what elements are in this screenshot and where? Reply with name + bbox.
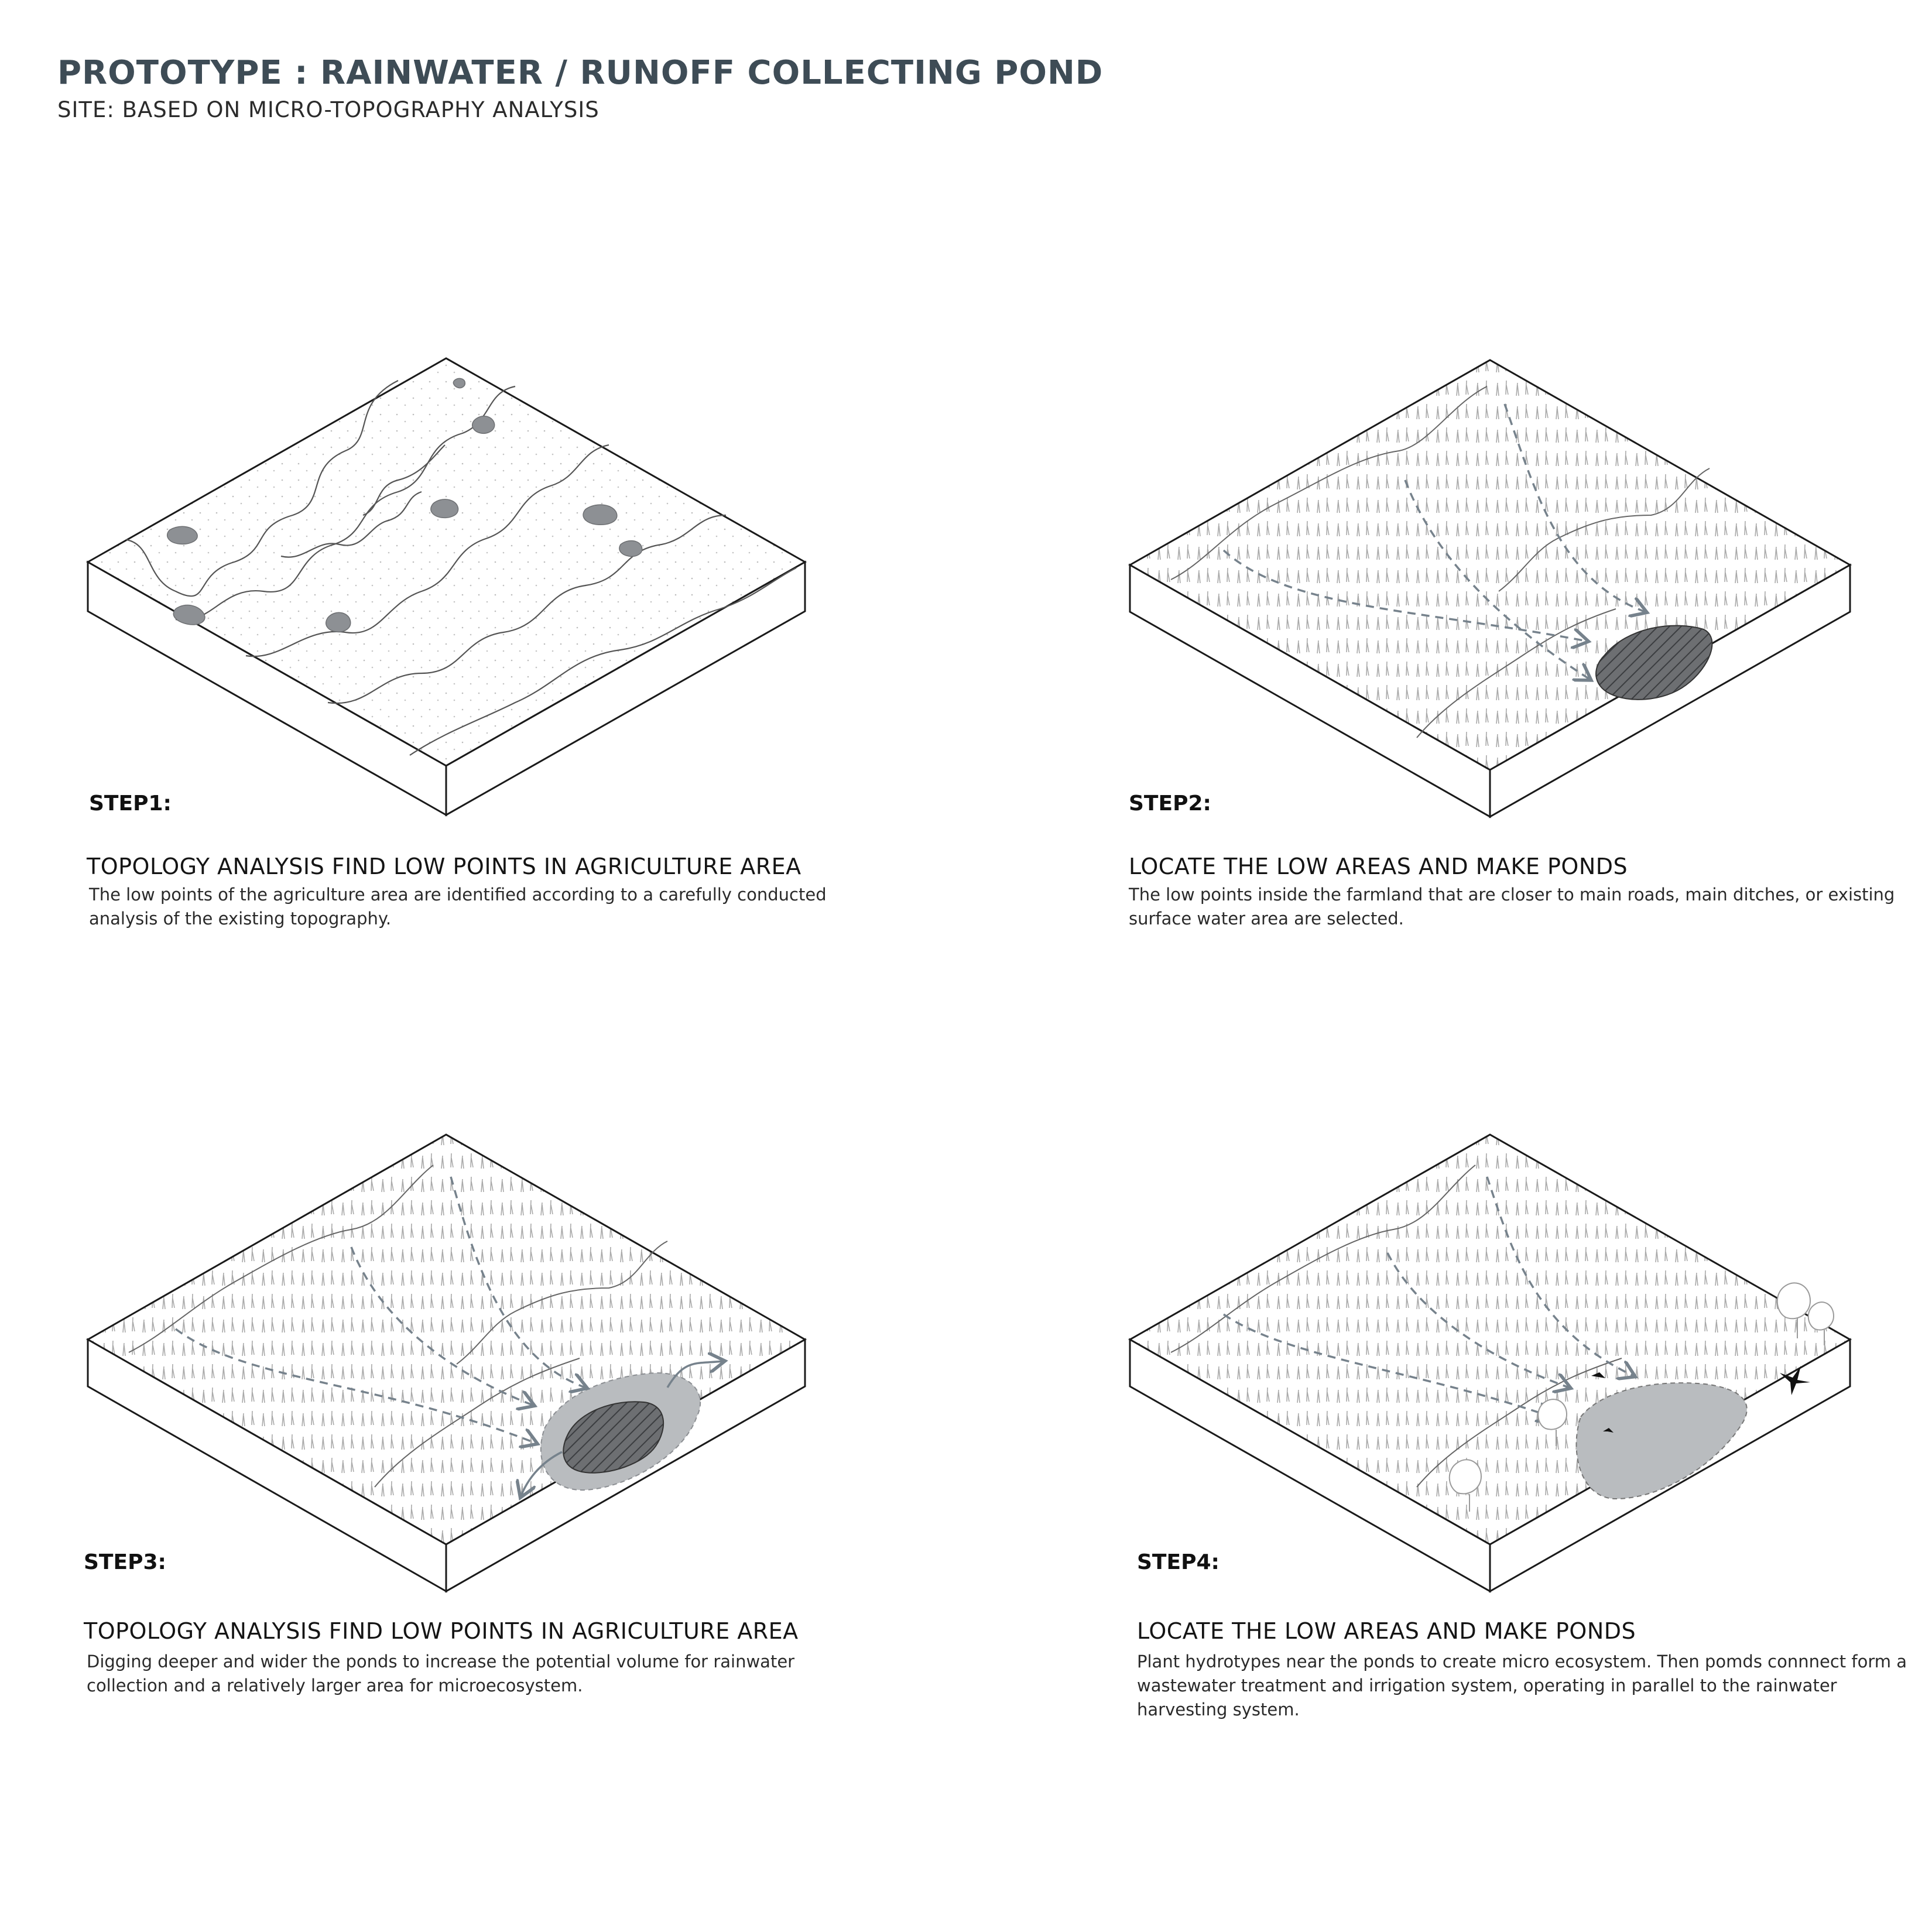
step2-label: STEP2: — [1129, 792, 1211, 816]
step3-label: STEP3: — [84, 1550, 166, 1574]
step1-diagram — [88, 358, 805, 815]
step3-heading: TOPOLOGY ANALYSIS FIND LOW POINTS IN AGR… — [84, 1618, 799, 1644]
step2-diagram — [1130, 360, 1850, 817]
step3-description: Digging deeper and wider the ponds to in… — [87, 1650, 865, 1698]
step4-description: Plant hydrotypes near the ponds to creat… — [1137, 1650, 1916, 1722]
step1-pond — [167, 526, 198, 544]
step4-label: STEP4: — [1137, 1550, 1220, 1574]
step1-pond — [453, 378, 465, 388]
step1-slab-top — [88, 358, 805, 766]
step1-pond — [431, 499, 458, 518]
step1-description: The low points of the agriculture area a… — [89, 883, 868, 931]
step2-slab-top — [1130, 360, 1850, 770]
step2-description: The low points inside the farmland that … — [1129, 883, 1907, 931]
step4-diagram — [1130, 1135, 1850, 1591]
step1-label: STEP1: — [89, 792, 172, 816]
step4-heading: LOCATE THE LOW AREAS AND MAKE PONDS — [1137, 1618, 1636, 1644]
step3-slab-top — [88, 1135, 805, 1544]
step4-slab-top — [1130, 1135, 1850, 1544]
step1-pond — [472, 416, 495, 434]
step3-diagram — [88, 1135, 805, 1591]
step2-heading: LOCATE THE LOW AREAS AND MAKE PONDS — [1129, 854, 1628, 879]
step1-pond — [583, 505, 617, 525]
step1-pond — [326, 612, 351, 632]
step1-pond — [619, 541, 642, 557]
step4-pond — [1577, 1383, 1747, 1499]
step1-heading: TOPOLOGY ANALYSIS FIND LOW POINTS IN AGR… — [87, 854, 801, 879]
